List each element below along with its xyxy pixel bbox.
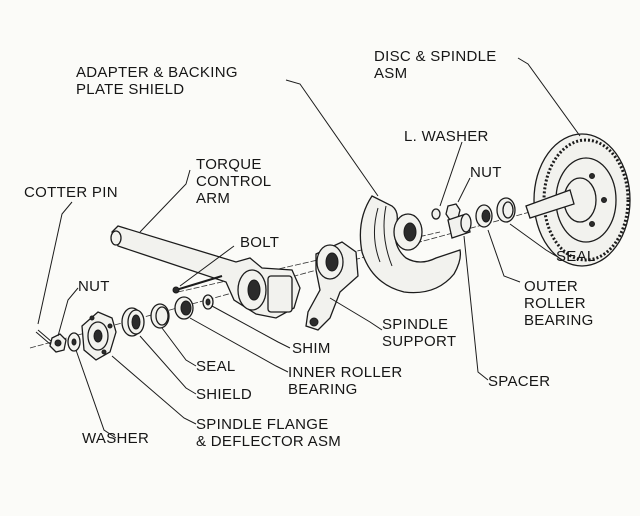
- torque-arm-part: [110, 225, 301, 319]
- leader-outer-bearing: [487, 229, 521, 283]
- outer-bearing-part: [475, 204, 493, 228]
- backing-plate-part: [359, 195, 462, 294]
- shim-part: [202, 294, 214, 310]
- leader-washer: [75, 349, 117, 439]
- label-nut-top: NUT: [470, 164, 502, 181]
- leader-shield: [139, 335, 197, 395]
- disc-spindle-part: [525, 133, 631, 267]
- leader-inner-bearing: [189, 317, 289, 373]
- l-washer-part: [431, 208, 441, 220]
- spindle-flange-part: [81, 311, 117, 361]
- leader-spindle-support: [329, 297, 383, 331]
- leader-disc: [517, 57, 581, 137]
- upper-axis-line: [177, 231, 441, 293]
- leader-lines: [37, 57, 581, 439]
- label-washer: WASHER: [82, 430, 150, 447]
- leader-spacer: [463, 235, 489, 381]
- label-bolt: BOLT: [240, 234, 280, 251]
- label-spindle-flange-deflector: SPINDLE FLANGE& DEFLECTOR ASM: [196, 416, 342, 450]
- leader-bolt: [179, 245, 235, 287]
- seal-left-part: [150, 303, 170, 329]
- nut-left-part: [49, 333, 67, 353]
- spacer-part: [447, 213, 472, 239]
- bolt-part: [172, 275, 223, 294]
- leader-seal-right: [509, 223, 557, 257]
- label-seal-right: SEAL: [556, 248, 596, 265]
- label-l-washer: L. WASHER: [404, 128, 489, 145]
- leader-shim: [211, 305, 291, 349]
- label-shim: SHIM: [292, 340, 331, 357]
- cotter-pin-part: [35, 329, 53, 345]
- label-nut-left: NUT: [78, 278, 110, 295]
- washer-part: [67, 332, 81, 352]
- label-spacer: SPACER: [488, 373, 551, 390]
- label-seal-left: SEAL: [196, 358, 236, 375]
- spindle-support-part: [305, 241, 359, 331]
- shield-part: [121, 307, 145, 337]
- leader-seal-left: [161, 327, 197, 367]
- leader-torque-arm: [139, 169, 191, 233]
- leader-nut-top: [457, 177, 471, 203]
- leader-l-washer: [439, 141, 463, 207]
- label-shield: SHIELD: [196, 386, 252, 403]
- leader-adapter: [285, 79, 379, 197]
- seal-right-part: [496, 197, 516, 223]
- leader-cotter-pin: [37, 201, 73, 325]
- leader-flange: [111, 355, 197, 425]
- leader-nut-left: [57, 287, 79, 337]
- label-cotter-pin: COTTER PIN: [24, 184, 118, 201]
- inner-bearing-part: [174, 296, 194, 320]
